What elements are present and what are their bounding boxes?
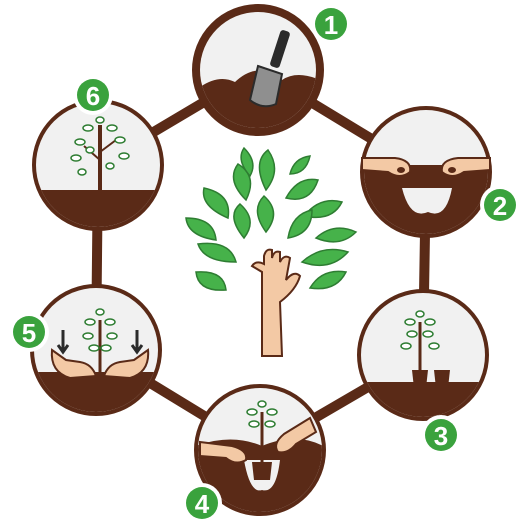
svg-text:6: 6 [86,81,100,111]
svg-text:1: 1 [324,10,338,40]
svg-text:3: 3 [434,421,448,451]
sapling-with-pots-icon [400,310,450,388]
step-3-circle [357,289,489,421]
svg-text:5: 5 [22,318,36,348]
step-badge-2: 2 [480,185,520,225]
step-badge-4: 4 [182,483,222,523]
grown-tree-icon [70,116,130,192]
svg-text:4: 4 [195,489,210,519]
step-2-circle [360,106,492,238]
step-badge-5: 5 [9,312,49,352]
step-5-circle [30,284,162,416]
step-6-circle [32,99,164,231]
hands-pressing-soil-icon [50,308,150,380]
step-1-circle [192,4,324,136]
hands-with-seeds-icon [361,157,491,177]
step-badge-3: 3 [421,415,461,455]
step-4-circle [194,384,326,516]
step-badge-1: 1 [311,4,351,44]
hand-holding-tree-icon [185,146,358,357]
step-badge-6: 6 [73,75,113,115]
hands-planting-sapling-icon [199,400,318,480]
trowel-digging-icon [248,30,290,108]
svg-text:2: 2 [493,191,507,221]
